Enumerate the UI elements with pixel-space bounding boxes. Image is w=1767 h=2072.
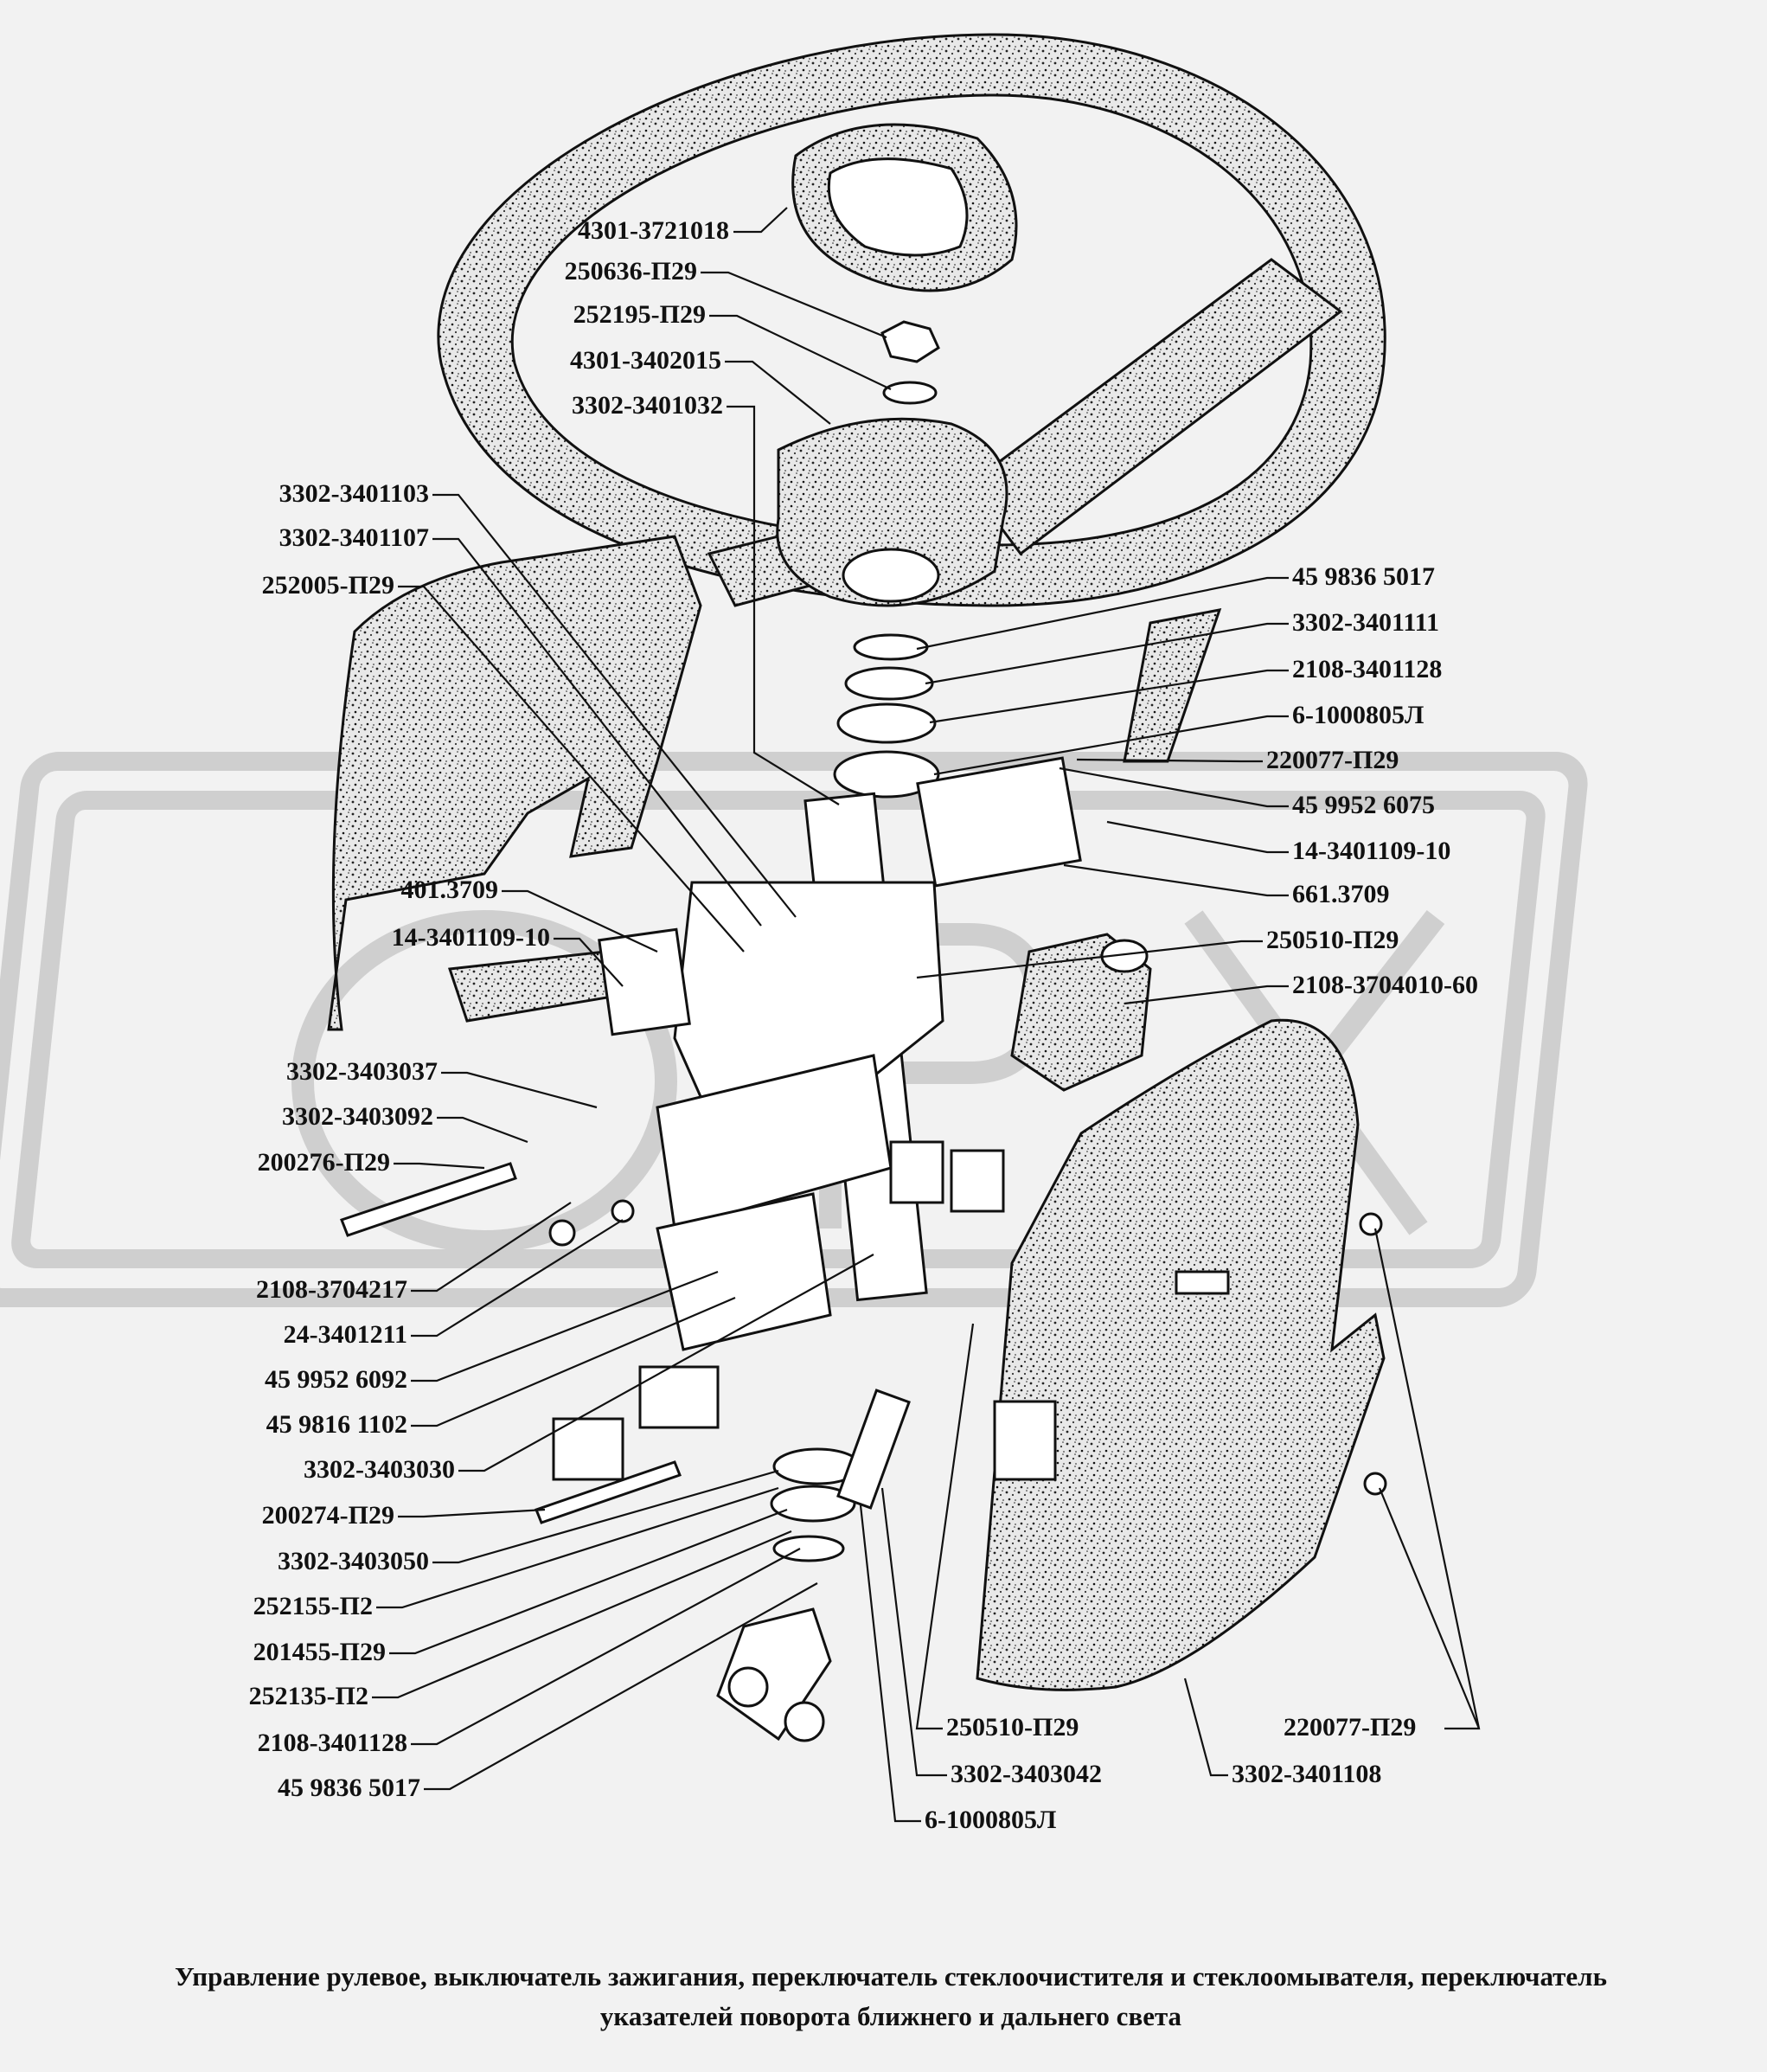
part-label: 401.3709 bbox=[401, 876, 499, 904]
left-stalk-switch bbox=[447, 927, 691, 1036]
ignition-switch bbox=[1010, 933, 1152, 1092]
part-label: 6-1000805Л bbox=[1292, 701, 1424, 729]
part-label: 250510-П29 bbox=[946, 1713, 1079, 1742]
steering-column bbox=[656, 792, 944, 1351]
part-label: 250636-П29 bbox=[565, 257, 697, 285]
part-label: 252195-П29 bbox=[573, 300, 706, 329]
part-label: 24-3401211 bbox=[284, 1320, 407, 1349]
part-label: 252005-П29 bbox=[262, 571, 394, 600]
part-label: 252135-П2 bbox=[249, 1682, 368, 1710]
part-label: 2108-3401128 bbox=[1292, 655, 1442, 683]
part-label: 3302-3401032 bbox=[572, 391, 723, 420]
part-label: 661.3709 bbox=[1292, 880, 1390, 908]
bearing-stack bbox=[833, 633, 940, 799]
right-stalk-switch bbox=[916, 608, 1222, 888]
part-label: 6-1000805Л bbox=[925, 1806, 1056, 1834]
horn-pad bbox=[791, 123, 1018, 292]
part-label: 200276-П29 bbox=[258, 1148, 390, 1177]
caption-line-2: указателей поворота ближнего и дальнего … bbox=[599, 2001, 1182, 2031]
part-label: 2108-3401128 bbox=[258, 1729, 407, 1757]
part-label: 4301-3721018 bbox=[578, 216, 729, 245]
part-label: 250510-П29 bbox=[1266, 926, 1399, 954]
part-label: 200274-П29 bbox=[262, 1501, 394, 1530]
part-label: 2108-3704217 bbox=[256, 1275, 407, 1304]
part-label: 4301-3402015 bbox=[570, 346, 721, 375]
caption-line-1: Управление рулевое, выключатель зажигани… bbox=[175, 1961, 1607, 1992]
part-label: 45 9836 5017 bbox=[1292, 562, 1435, 591]
lower-shroud bbox=[976, 1018, 1386, 1691]
part-label: 3302-3403092 bbox=[282, 1102, 433, 1131]
part-label: 2108-3704010-60 bbox=[1292, 971, 1478, 999]
steering-hub bbox=[776, 417, 1008, 607]
part-label: 3302-3401108 bbox=[1232, 1760, 1381, 1788]
part-label: 3302-3403042 bbox=[951, 1760, 1102, 1788]
nut bbox=[880, 320, 940, 405]
leader-lines bbox=[372, 207, 1481, 1823]
part-label: 220077-П29 bbox=[1266, 746, 1399, 774]
part-label: 3302-3403050 bbox=[278, 1547, 429, 1575]
part-label: 3302-3401107 bbox=[279, 523, 429, 552]
part-label: 45 9952 6092 bbox=[265, 1365, 407, 1394]
part-labels: 4301-3721018 250636-П29 252195-П29 4301-… bbox=[249, 216, 1478, 1834]
part-label: 14-3401109-10 bbox=[1292, 837, 1450, 865]
part-label: 220077-П29 bbox=[1284, 1713, 1416, 1742]
part-label: 45 9952 6075 bbox=[1292, 791, 1435, 819]
part-label: 45 9836 5017 bbox=[278, 1774, 420, 1802]
part-label: 3302-3401103 bbox=[279, 479, 429, 508]
bolts bbox=[340, 1162, 682, 1524]
part-label: 3302-3403037 bbox=[286, 1057, 438, 1086]
part-label: 45 9816 1102 bbox=[266, 1410, 407, 1439]
part-label: 252155-П2 bbox=[253, 1592, 373, 1620]
diagram-caption: Управление рулевое, выключатель зажигани… bbox=[86, 1957, 1695, 2037]
part-label: 201455-П29 bbox=[253, 1638, 386, 1666]
part-label: 3302-3401111 bbox=[1292, 608, 1439, 637]
part-label: 14-3401109-10 bbox=[392, 923, 550, 952]
wiring-connectors bbox=[552, 1140, 1057, 1481]
part-label: 3302-3403030 bbox=[304, 1455, 455, 1484]
lower-joint bbox=[716, 1389, 911, 1742]
